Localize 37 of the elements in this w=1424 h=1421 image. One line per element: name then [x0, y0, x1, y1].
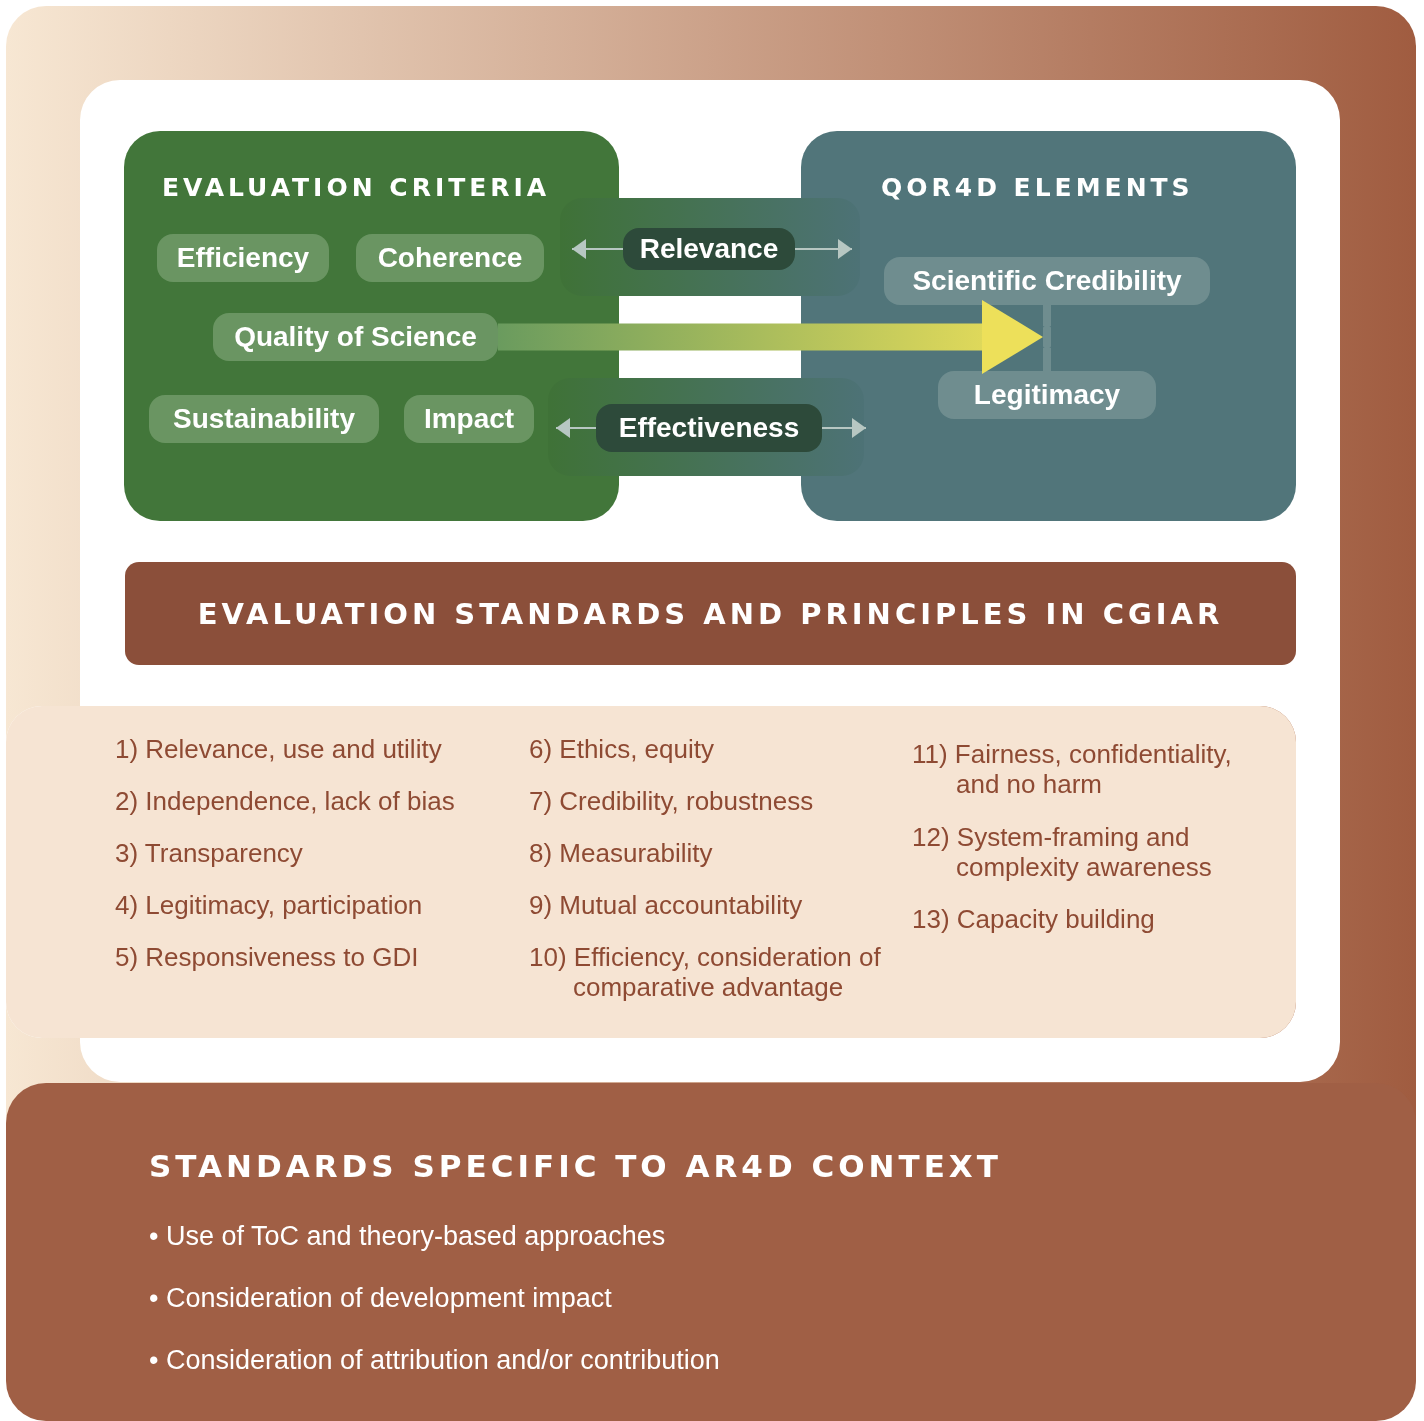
banner-heading: EVALUATION STANDARDS AND PRINCIPLES IN CGIAR [197, 596, 1224, 631]
element-tag: Scientific Credibility [884, 257, 1210, 305]
principle-item: 10) Efficiency, consideration of comparative advantage [529, 942, 882, 1002]
connector-line [1043, 348, 1051, 371]
bullet-item: • Consideration of development impact [149, 1283, 612, 1314]
principle-item: 9) Mutual accountability [529, 890, 804, 920]
criterion-tag: Quality of Science [213, 313, 498, 361]
panel-heading: QOR4D ELEMENTS [881, 173, 1194, 202]
arrow [555, 418, 597, 438]
arrow [794, 239, 853, 259]
criterion-tag: Coherence [356, 234, 544, 282]
arrow [571, 239, 624, 259]
criterion-tag: Efficiency [157, 234, 329, 282]
principle-item: 12) System-framing and complexity awareness [912, 822, 1213, 882]
principle-item: 7) Credibility, robustness [529, 786, 815, 816]
elements-panel [801, 131, 1296, 521]
principle-item: 13) Capacity building [912, 904, 1156, 934]
bullet-item: • Consideration of attribution and/or contribution [149, 1345, 720, 1376]
principle-item: 6) Ethics, equity [529, 734, 715, 764]
shared-criterion-tag: Relevance [623, 228, 795, 270]
junction-bar [1043, 326, 1051, 348]
shared-criterion-tag: Effectiveness [596, 404, 822, 452]
panel-heading: EVALUATION CRITERIA [162, 173, 551, 202]
principles-panel [6, 706, 1296, 1038]
principle-item: 11) Fairness, confidentiality, and no harm [912, 739, 1233, 799]
principle-item: 8) Measurability [529, 838, 714, 868]
criterion-tag: Impact [404, 395, 534, 443]
standards-banner [125, 562, 1296, 665]
bullet-item: • Use of ToC and theory-based approaches [149, 1221, 666, 1252]
arrow [821, 418, 867, 438]
criterion-tag: Sustainability [149, 395, 379, 443]
panel-heading: STANDARDS SPECIFIC TO AR4D CONTEXT [149, 1148, 1002, 1184]
criteria-panel [124, 131, 619, 521]
connector-line [1043, 305, 1051, 326]
element-tag: Legitimacy [938, 371, 1156, 419]
context-panel [6, 1083, 1416, 1421]
flow-arrow [498, 300, 1043, 374]
